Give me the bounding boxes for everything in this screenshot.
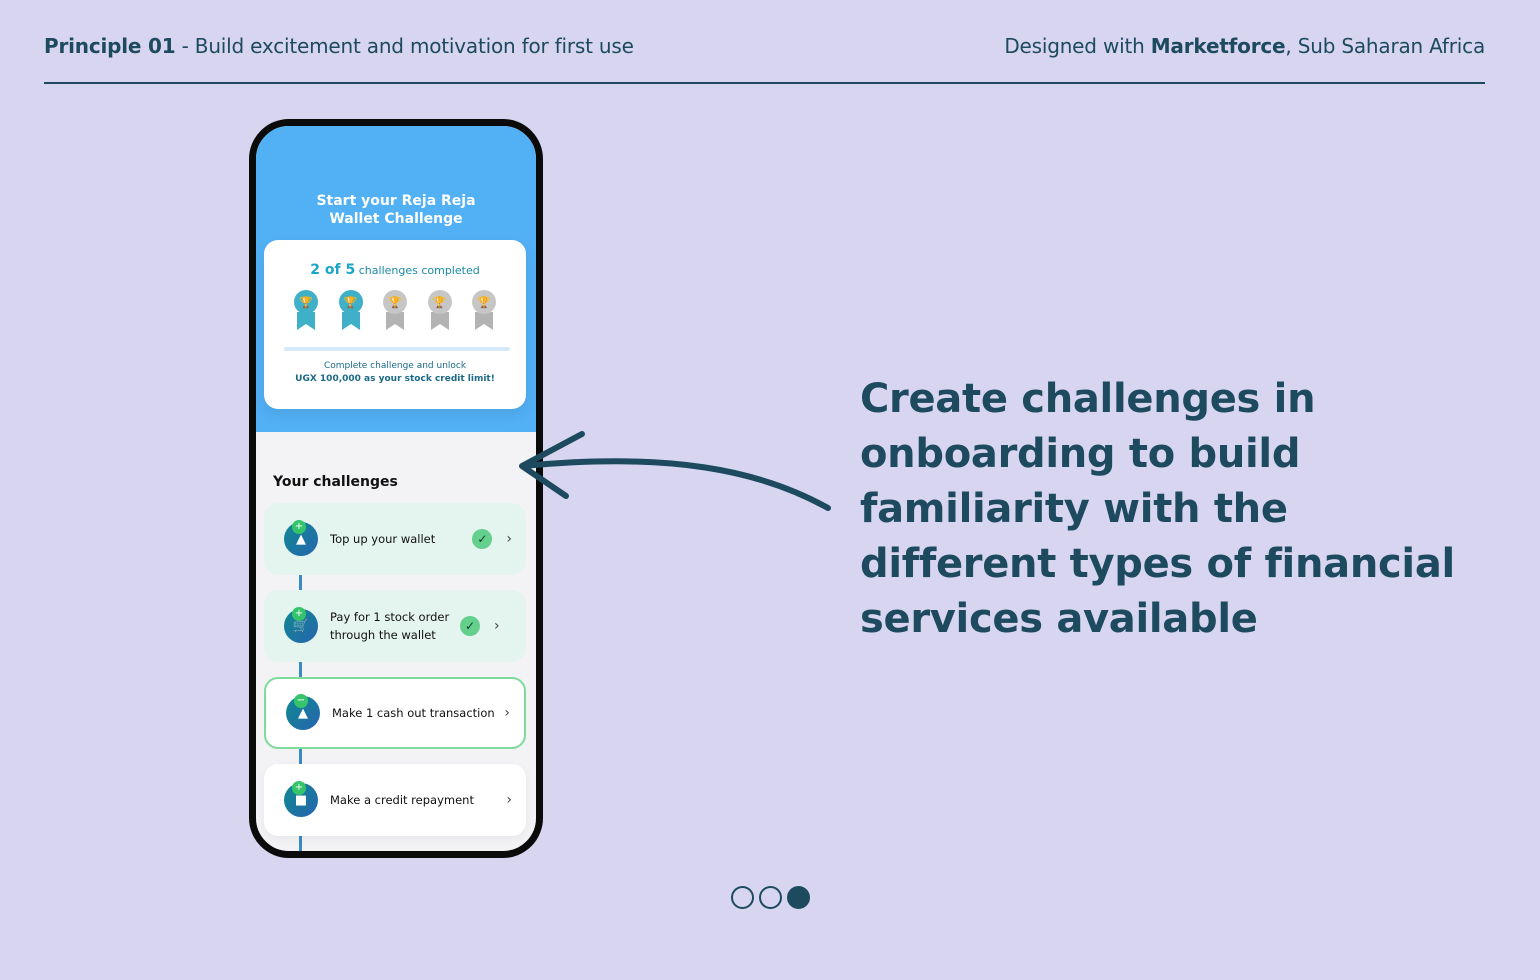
medal-row: 🏆 🏆 🏆 🏆 🏆 <box>290 290 500 332</box>
medal-icon: 🏆 <box>424 290 456 332</box>
pagination-dot-1[interactable] <box>731 886 754 909</box>
pagination-dot-2[interactable] <box>759 886 782 909</box>
unlock-line2: UGX 100,000 as your stock credit limit! <box>295 374 495 384</box>
challenge-label: Top up your wallet <box>330 532 436 546</box>
challenge-item-credit-repayment[interactable]: ■+ Make a credit repayment › <box>264 764 526 836</box>
challenge-label: Make a credit repayment <box>330 793 474 807</box>
progress-count: 2 of 5 challenges completed <box>264 259 526 278</box>
trophy-icon: 🏆 <box>472 290 496 314</box>
page-header: Principle 01 - Build excitement and moti… <box>44 34 1485 58</box>
challenge-item-top-up[interactable]: ▲+ Top up your wallet ✓ › <box>264 503 526 575</box>
medal-icon: 🏆 <box>379 290 411 332</box>
principle-caption: Create challenges in onboarding to build… <box>860 376 1455 642</box>
credit-repay-icon: ■+ <box>284 781 318 817</box>
designed-brand: Marketforce <box>1150 34 1286 58</box>
phone-mockup: Start your Reja Reja Wallet Challenge 2 … <box>249 119 543 858</box>
progress-count-number: 2 of 5 <box>310 262 356 278</box>
designed-with: Designed with Marketforce, Sub Saharan A… <box>1004 34 1485 58</box>
pagination-dot-3[interactable] <box>787 886 810 909</box>
trophy-icon: 🏆 <box>427 290 452 314</box>
wallet-topup-icon: ▲+ <box>284 520 318 556</box>
challenge-title-line1: Start your Reja Reja <box>316 193 476 209</box>
header-divider <box>44 82 1485 84</box>
unlock-message: Complete challenge and unlock UGX 100,00… <box>264 360 526 386</box>
wallet-cashout-icon: ▲− <box>286 694 320 730</box>
chevron-right-icon: › <box>506 792 512 808</box>
designed-suffix: , Sub Saharan Africa <box>1285 34 1485 58</box>
principle-text: - Build excitement and motivation for fi… <box>175 34 634 58</box>
trophy-icon: 🏆 <box>383 290 407 314</box>
challenge-item-cash-out[interactable]: ▲− Make 1 cash out transaction › <box>264 677 526 749</box>
trophy-icon: 🏆 <box>338 290 363 314</box>
medal-icon: 🏆 <box>468 290 500 332</box>
challenge-item-stock-order[interactable]: 🛒+ Pay for 1 stock order through the wal… <box>264 590 526 662</box>
arrow-icon <box>519 431 831 511</box>
chevron-right-icon: › <box>494 618 500 634</box>
challenge-title-line2: Wallet Challenge <box>329 211 463 227</box>
challenge-title: Start your Reja Reja Wallet Challenge <box>256 192 536 228</box>
progress-count-label: challenges completed <box>355 264 480 277</box>
challenge-label: Pay for 1 stock order through the wallet <box>330 610 450 642</box>
cart-icon: 🛒+ <box>284 607 318 643</box>
designed-prefix: Designed with <box>1004 34 1151 58</box>
challenge-label: Make 1 cash out transaction <box>332 706 495 720</box>
principle-title: Principle 01 - Build excitement and moti… <box>44 34 634 58</box>
chevron-right-icon: › <box>504 705 510 721</box>
trophy-icon: 🏆 <box>294 290 318 314</box>
medal-icon: 🏆 <box>290 290 322 332</box>
medal-icon: 🏆 <box>335 290 367 332</box>
progress-bar <box>284 347 510 351</box>
progress-card: 2 of 5 challenges completed 🏆 🏆 🏆 🏆 🏆 <box>264 240 526 409</box>
pagination-dots <box>731 886 810 909</box>
principle-label: Principle 01 <box>44 34 176 58</box>
check-icon: ✓ <box>460 616 480 636</box>
unlock-line1: Complete challenge and unlock <box>323 361 467 371</box>
chevron-right-icon: › <box>506 531 512 547</box>
challenges-section-title: Your challenges <box>273 474 398 490</box>
check-icon: ✓ <box>472 529 493 549</box>
